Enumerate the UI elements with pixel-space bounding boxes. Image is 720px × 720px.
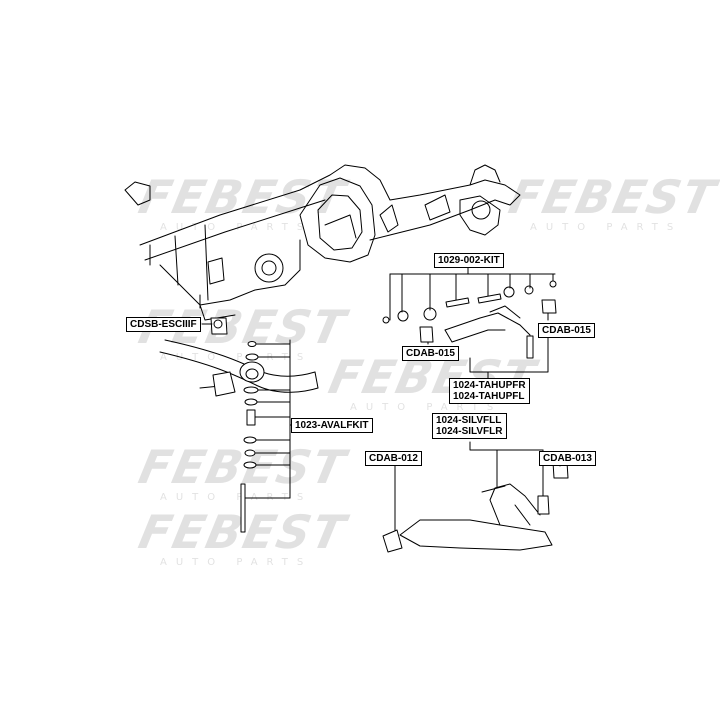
- watermark-subtext: AUTO PARTS: [160, 557, 313, 568]
- label-cdab-015-left: CDAB-015: [402, 346, 459, 361]
- watermark-subtext: AUTO PARTS: [530, 222, 683, 233]
- label-cdab-012: CDAB-012: [365, 451, 422, 466]
- label-1024-tahupfr: 1024-TAHUPFR: [453, 380, 526, 391]
- watermark-subtext: AUTO PARTS: [160, 222, 313, 233]
- label-1024-silvflr: 1024-SILVFLR: [436, 426, 503, 437]
- bushing-cdsb: [210, 317, 228, 335]
- label-1023-avalfkit: 1023-AVALFKIT: [291, 418, 373, 433]
- label-cdsb-esciiif: CDSB-ESCIIIF: [126, 317, 201, 332]
- label-1024-tahupfl: 1024-TAHUPFL: [453, 391, 525, 402]
- label-1024-tahup: 1024-TAHUPFR 1024-TAHUPFL: [449, 378, 530, 404]
- leader-lines: [201, 265, 561, 531]
- label-1024-silvfll: 1024-SILVFLL: [436, 415, 502, 426]
- watermark-subtext: AUTO PARTS: [350, 402, 503, 413]
- label-1029-002-kit: 1029-002-KIT: [434, 253, 504, 268]
- label-cdab-013: CDAB-013: [539, 451, 596, 466]
- watermark-subtext: AUTO PARTS: [160, 352, 313, 363]
- label-1024-silvf: 1024-SILVFLL 1024-SILVFLR: [432, 413, 507, 439]
- lower-control-arm: [382, 461, 569, 553]
- watermark-subtext: AUTO PARTS: [160, 492, 313, 503]
- stabilizer-bar: [159, 339, 319, 397]
- upper-control-arm-kit: [382, 280, 557, 359]
- label-cdab-015-right: CDAB-015: [538, 323, 595, 338]
- vehicle-frame: [124, 164, 521, 321]
